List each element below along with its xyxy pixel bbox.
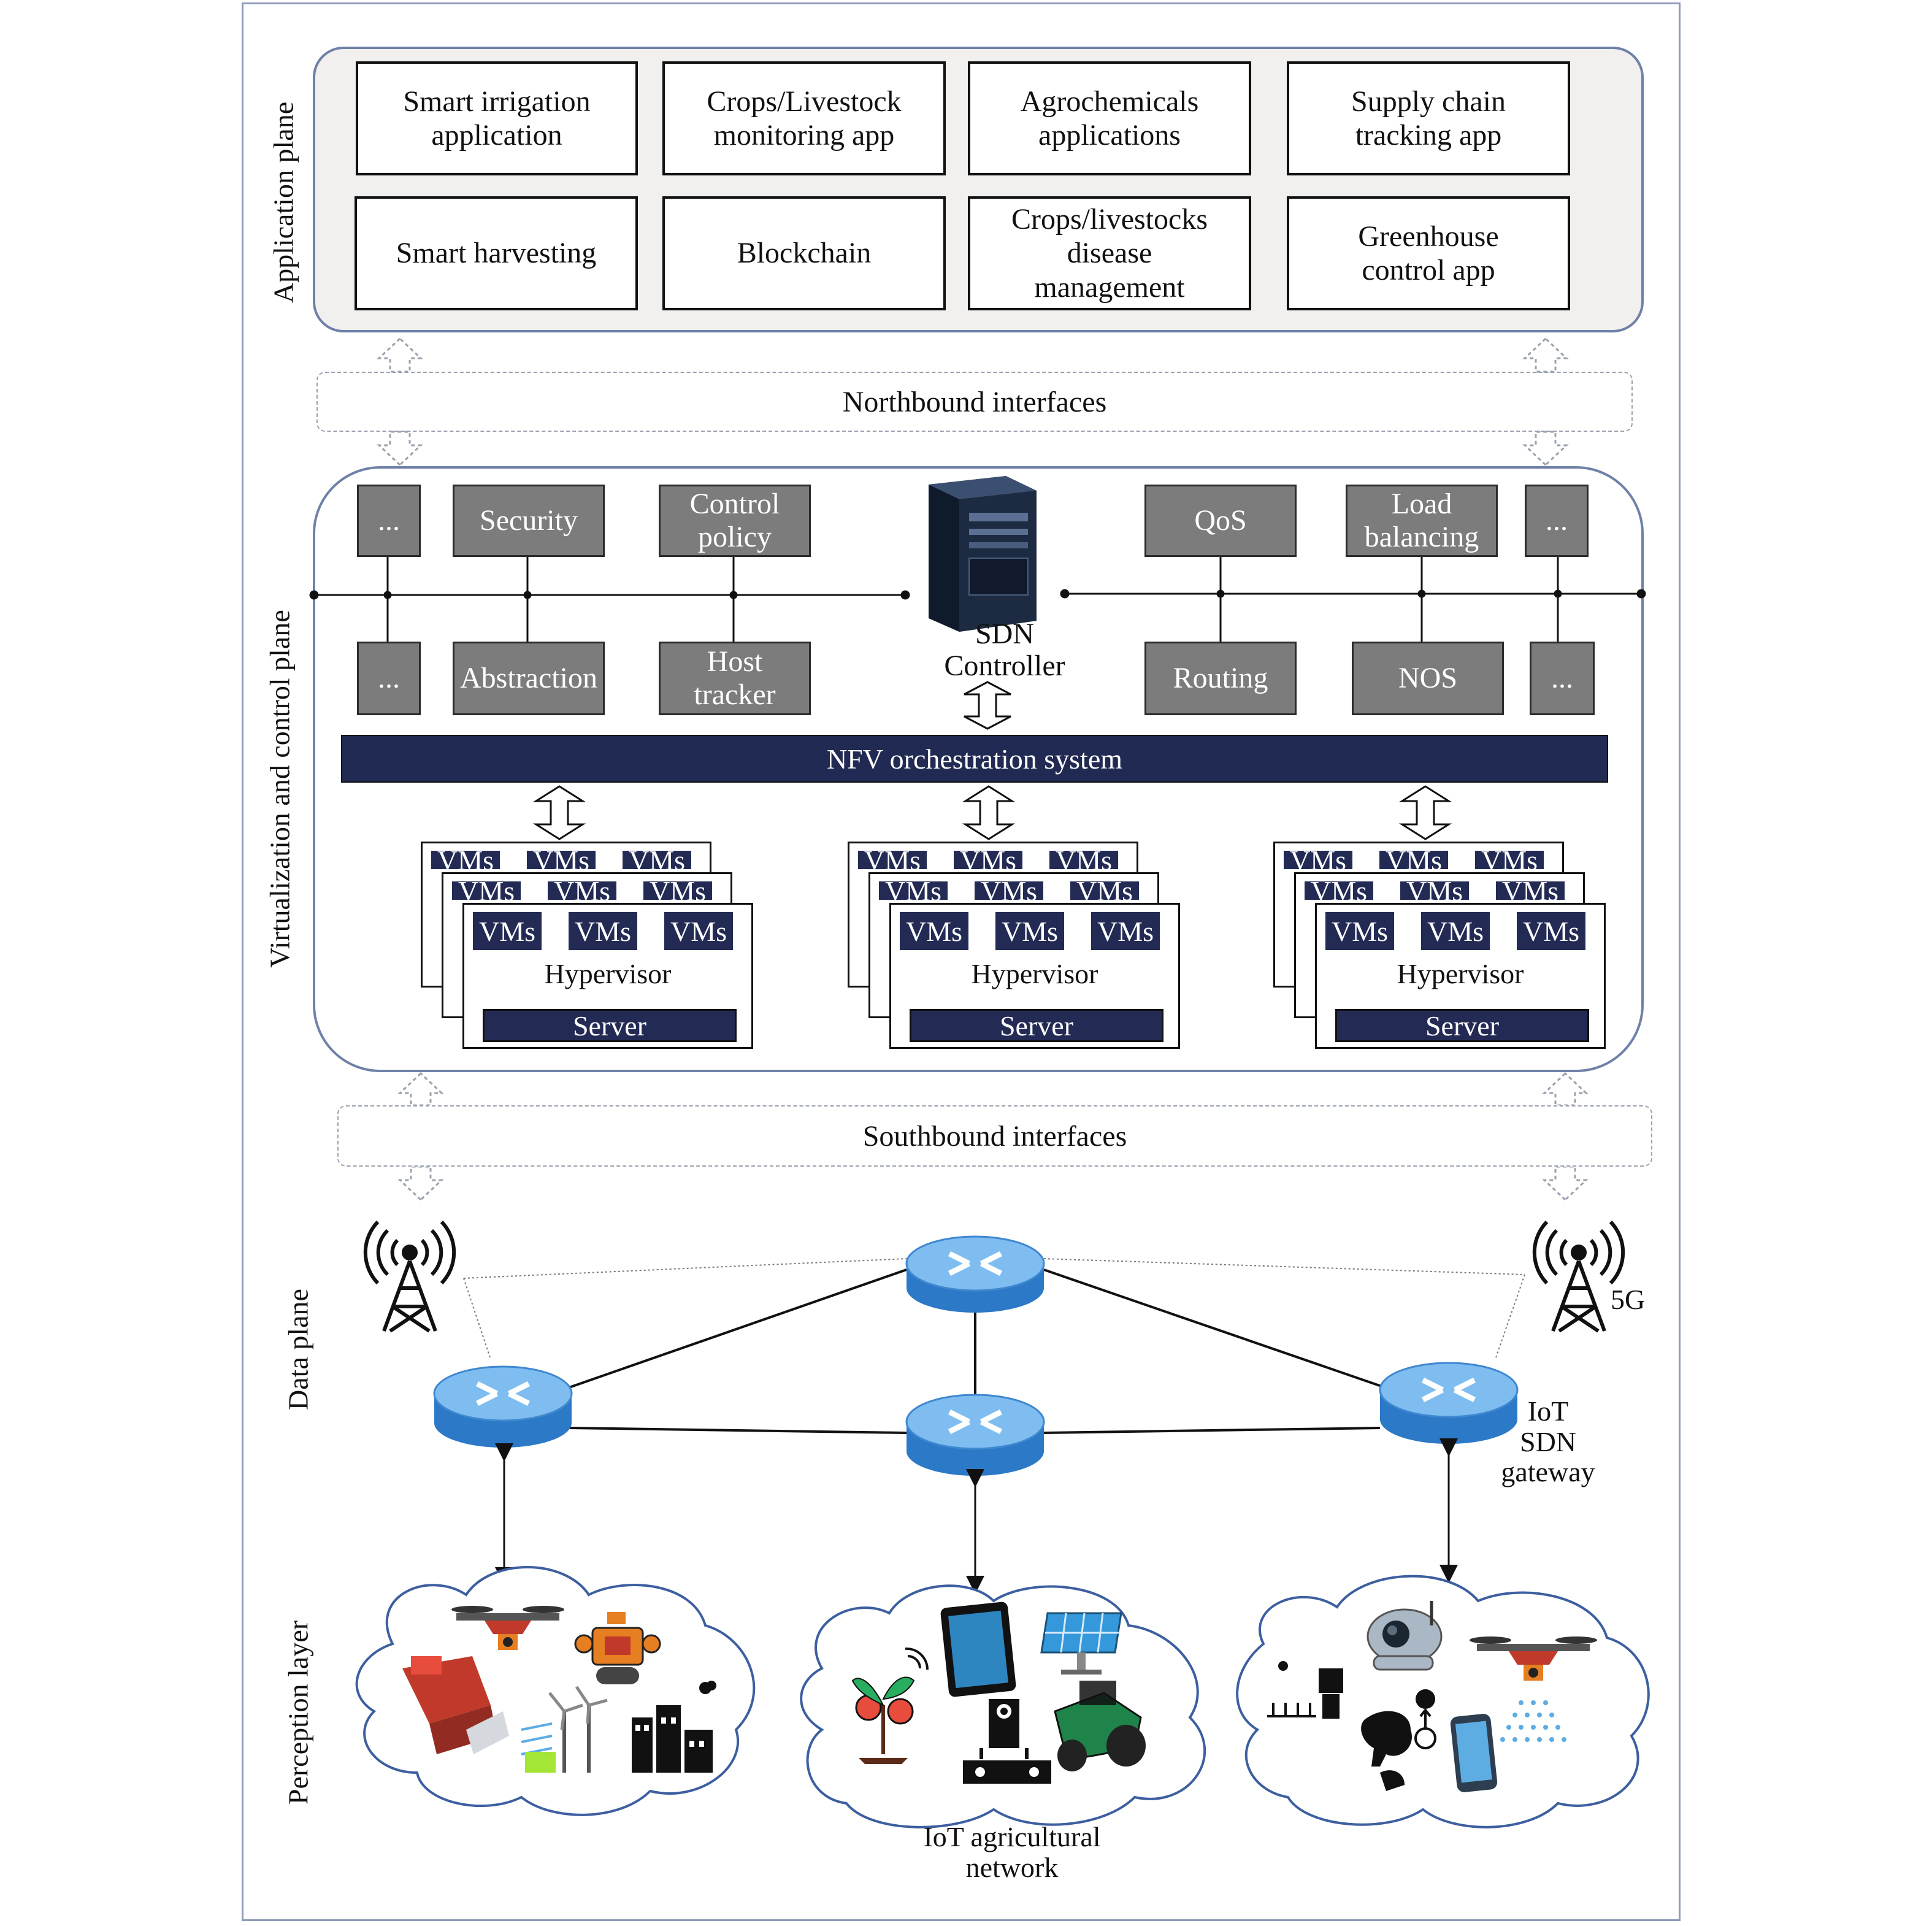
vm-block: VMs	[1325, 912, 1394, 950]
factory-icon	[632, 1681, 716, 1773]
vm-block: VMs	[900, 912, 968, 950]
hypervisor-label: Hypervisor	[971, 958, 1098, 989]
vm-block: VMs	[1070, 881, 1139, 900]
cell-tower-icon	[363, 1220, 456, 1333]
vm-block: VMs	[975, 881, 1043, 900]
vm-block: VMs	[1379, 851, 1448, 869]
iot-sdn-gateway-label: IoT SDN gateway	[1501, 1395, 1595, 1488]
crop-monitor-icon	[963, 1699, 1051, 1784]
vm-block: VMs	[1496, 881, 1565, 900]
module-load-balancing: Load balancing	[1346, 485, 1498, 557]
vm-block: VMs	[452, 881, 521, 900]
router-icon	[433, 1365, 573, 1448]
sprinkler-icon	[1500, 1700, 1566, 1742]
module-abstraction: Abstraction	[453, 642, 605, 715]
tablet-icon	[940, 1602, 1016, 1697]
module-control-policy: Control policy	[659, 485, 811, 557]
module-host-tracker: Host tracker	[659, 642, 811, 715]
livestock-icon	[1361, 1689, 1436, 1791]
dotted-links	[463, 1258, 1525, 1360]
module-security: Security	[453, 485, 605, 557]
server-bar: Server	[483, 1009, 737, 1042]
app-greenhouse-control: Greenhouse control app	[1287, 196, 1570, 310]
vm-block: VMs	[623, 851, 691, 869]
farm-robot-icon	[1267, 1661, 1343, 1719]
vm-block: VMs	[1400, 881, 1469, 900]
vm-block: VMs	[431, 851, 500, 869]
app-smart-irrigation: Smart irrigation application	[356, 61, 638, 175]
server-bar: Server	[1335, 1009, 1589, 1042]
app-crops-livestock-monitoring: Crops/Livestock monitoring app	[662, 61, 946, 175]
ip-camera-icon	[1367, 1601, 1443, 1671]
module-ellipsis: ...	[357, 642, 421, 715]
vm-block: VMs	[995, 912, 1064, 950]
network-links	[569, 1268, 1386, 1434]
vm-block: VMs	[527, 851, 596, 869]
module-qos: QoS	[1144, 485, 1297, 557]
vm-block: VMs	[548, 881, 616, 900]
router-icon	[905, 1394, 1045, 1476]
drone-icon	[1470, 1636, 1597, 1681]
server-bar: Server	[910, 1009, 1163, 1042]
module-routing: Routing	[1144, 642, 1297, 715]
vm-block: VMs	[1049, 851, 1118, 869]
cell-tower-icon	[1532, 1220, 1625, 1333]
vm-block: VMs	[1305, 881, 1373, 900]
nfv-orchestration-system: NFV orchestration system	[341, 735, 1608, 783]
northbound-interfaces: Northbound interfaces	[316, 372, 1633, 432]
module-ellipsis: ...	[1530, 642, 1595, 715]
cloud-right	[1236, 1575, 1650, 1828]
sdn-controller-label: SDN Controller	[944, 618, 1065, 682]
vm-block: VMs	[473, 912, 542, 950]
vm-block: VMs	[1091, 912, 1160, 950]
robot-icon	[574, 1612, 661, 1684]
plant-sensor-icon	[851, 1647, 929, 1764]
drone-icon	[451, 1606, 564, 1650]
app-agrochemicals: Agrochemicals applications	[968, 61, 1251, 175]
solar-panel-icon	[1040, 1612, 1122, 1675]
app-smart-harvesting: Smart harvesting	[355, 196, 638, 310]
app-supply-chain-tracking: Supply chain tracking app	[1287, 61, 1570, 175]
vm-block: VMs	[954, 851, 1022, 869]
server-tower-icon	[929, 476, 1037, 632]
vm-block: VMs	[1284, 851, 1352, 869]
vm-block: VMs	[569, 912, 637, 950]
smartphone-icon	[1450, 1714, 1498, 1792]
iot-agricultural-network-label: IoT agricultural network	[923, 1821, 1101, 1883]
hypervisor-label: Hypervisor	[544, 958, 672, 989]
vm-block: VMs	[1517, 912, 1585, 950]
vm-block: VMs	[1421, 912, 1490, 950]
router-icon	[905, 1235, 1045, 1313]
app-disease-management: Crops/livestocks disease management	[968, 196, 1251, 310]
harvester-icon	[402, 1656, 509, 1754]
perception-links	[495, 1438, 1458, 1594]
tractor-icon	[1054, 1681, 1146, 1771]
vm-block: VMs	[1475, 851, 1544, 869]
vm-block: VMs	[879, 881, 948, 900]
vm-block: VMs	[643, 881, 712, 900]
app-blockchain: Blockchain	[662, 196, 946, 310]
hypervisor-label: Hypervisor	[1397, 958, 1524, 989]
southbound-interfaces: Southbound interfaces	[337, 1105, 1652, 1167]
5g-label: 5G	[1611, 1284, 1646, 1315]
figure-frame	[242, 2, 1681, 1921]
router-icon	[1379, 1362, 1519, 1444]
wind-turbine-icon	[521, 1686, 608, 1773]
control-bus	[309, 556, 1646, 642]
cloud-left	[355, 1566, 756, 1816]
module-nos: NOS	[1352, 642, 1504, 715]
module-ellipsis: ...	[357, 485, 421, 557]
vm-block: VMs	[664, 912, 733, 950]
module-ellipsis: ...	[1525, 485, 1589, 557]
double-arrows	[532, 681, 1452, 840]
vm-block: VMs	[858, 851, 927, 869]
